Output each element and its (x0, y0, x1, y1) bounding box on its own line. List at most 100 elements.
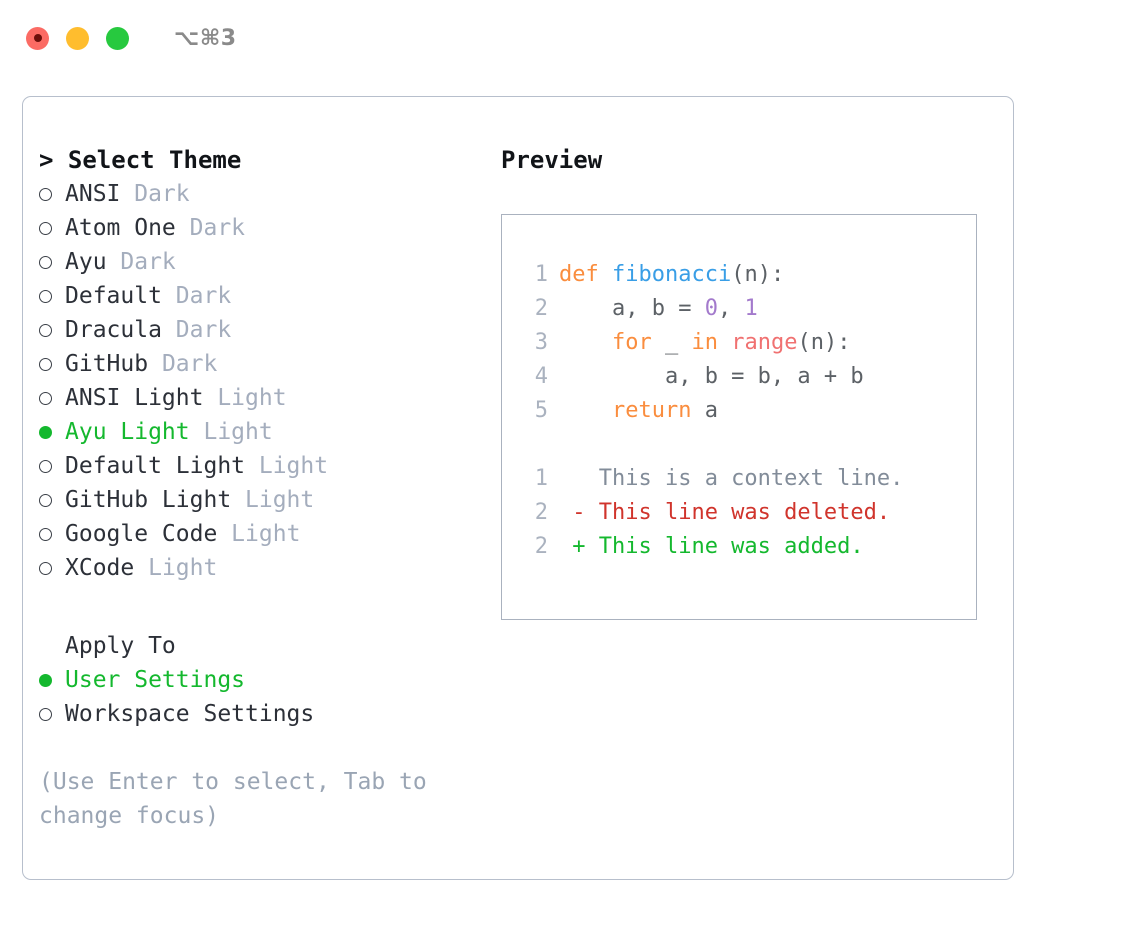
code-token: def (559, 262, 599, 287)
code-token (599, 262, 612, 287)
diff-text: - This line was deleted. (559, 500, 891, 525)
theme-label: Ayu (65, 249, 107, 275)
radio-unselected-icon (39, 551, 65, 585)
theme-variant-tag: Dark (106, 249, 176, 275)
theme-variant-tag: Dark (175, 215, 246, 241)
theme-item[interactable]: Default Light Light (39, 449, 483, 483)
radio-mark (39, 527, 52, 541)
code-text: def fibonacci(n): (559, 258, 784, 292)
theme-label: Ayu Light (65, 419, 190, 445)
theme-item[interactable]: Atom One Dark (39, 211, 483, 245)
code-token: _ (651, 330, 692, 355)
radio-mark (39, 255, 52, 269)
code-text: a, b = b, a + b (559, 360, 864, 394)
radio-mark (39, 459, 52, 473)
theme-label: GitHub Light (65, 487, 232, 513)
code-text: a, b = 0, 1 (559, 292, 758, 326)
code-token: range (731, 330, 798, 355)
code-text: return a (559, 394, 718, 428)
minimize-button[interactable] (66, 26, 89, 50)
theme-item[interactable]: GitHub Light Light (39, 483, 483, 517)
radio-selected-icon (39, 663, 65, 697)
line-number: 2 (534, 296, 548, 321)
diff-text: + This line was added. (559, 534, 864, 559)
radio-mark (39, 425, 52, 439)
radio-mark (39, 391, 52, 405)
code-token: return (611, 398, 692, 423)
apply-to-item[interactable]: Workspace Settings (39, 697, 483, 731)
code-token: in (691, 330, 718, 355)
theme-item[interactable]: GitHub Dark (39, 347, 483, 381)
title-bar: ⌥⌘3 (0, 0, 1140, 76)
theme-item[interactable]: Ayu Light Light (39, 415, 483, 449)
radio-unselected-icon (39, 279, 65, 313)
theme-variant-tag: Dark (120, 181, 190, 207)
diff-line: 2 - This line was deleted. (520, 496, 976, 530)
theme-variant-tag: Light (231, 487, 315, 513)
theme-variant-tag: Dark (148, 351, 218, 377)
radio-unselected-icon (39, 313, 65, 347)
radio-unselected-icon (39, 245, 65, 279)
close-button[interactable] (26, 26, 49, 50)
code-token: a, b = b, a + b (559, 364, 864, 389)
radio-unselected-icon (39, 517, 65, 551)
code-token: (n): (797, 330, 851, 355)
theme-item[interactable]: Ayu Dark (39, 245, 483, 279)
theme-label: Default (65, 283, 162, 309)
theme-label: Atom One (65, 215, 176, 241)
code-line: 1 def fibonacci(n): (520, 258, 976, 292)
radio-unselected-icon (39, 697, 65, 731)
apply-to-item[interactable]: User Settings (39, 663, 483, 697)
window-title: ⌥⌘3 (174, 25, 237, 51)
code-token (559, 398, 612, 423)
radio-mark (39, 187, 52, 201)
line-number: 5 (534, 398, 548, 423)
apply-to-label: Workspace Settings (65, 701, 315, 727)
apply-to-label: Apply To (65, 633, 176, 659)
select-theme-heading-label: Select Theme (67, 146, 242, 174)
radio-mark (39, 357, 52, 371)
diff-preview: 1 This is a context line.2 - This line w… (520, 462, 976, 564)
apply-to-label: User Settings (65, 667, 246, 693)
line-number: 4 (534, 364, 548, 389)
theme-label: Dracula (65, 317, 162, 343)
select-theme-heading: > Select Theme (39, 143, 483, 177)
prompt-caret-icon: > (39, 146, 68, 174)
radio-mark (39, 221, 52, 235)
radio-mark (39, 493, 52, 507)
line-number: 1 (534, 262, 548, 287)
theme-variant-tag: Light (189, 419, 273, 445)
radio-unselected-icon (39, 211, 65, 245)
line-number: 3 (534, 330, 548, 355)
radio-unselected-icon (39, 177, 65, 211)
theme-item[interactable]: ANSI Dark (39, 177, 483, 211)
code-line: 5 return a (520, 394, 976, 428)
code-line: 4 a, b = b, a + b (520, 360, 976, 394)
radio-mark (39, 289, 52, 303)
theme-item[interactable]: Dracula Dark (39, 313, 483, 347)
theme-variant-tag: Dark (161, 317, 232, 343)
theme-item[interactable]: Google Code Light (39, 517, 483, 551)
code-token: 0 (704, 296, 718, 321)
radio-mark (39, 707, 52, 721)
theme-variant-tag: Light (217, 521, 301, 547)
theme-item[interactable]: ANSI Light Light (39, 381, 483, 415)
code-token: a, b = (559, 296, 705, 321)
maximize-button[interactable] (106, 26, 129, 50)
code-line: 2 a, b = 0, 1 (520, 292, 976, 326)
preview-title: Preview (501, 146, 603, 174)
code-token (718, 330, 731, 355)
code-token: a (691, 398, 718, 423)
theme-item[interactable]: Default Dark (39, 279, 483, 313)
code-token: fibonacci (612, 262, 732, 287)
radio-unselected-icon (39, 483, 65, 517)
theme-label: XCode (65, 555, 135, 581)
code-token: 1 (744, 296, 758, 321)
radio-mark (39, 561, 52, 575)
section-spacer (39, 585, 483, 629)
theme-item[interactable]: XCode Light (39, 551, 483, 585)
